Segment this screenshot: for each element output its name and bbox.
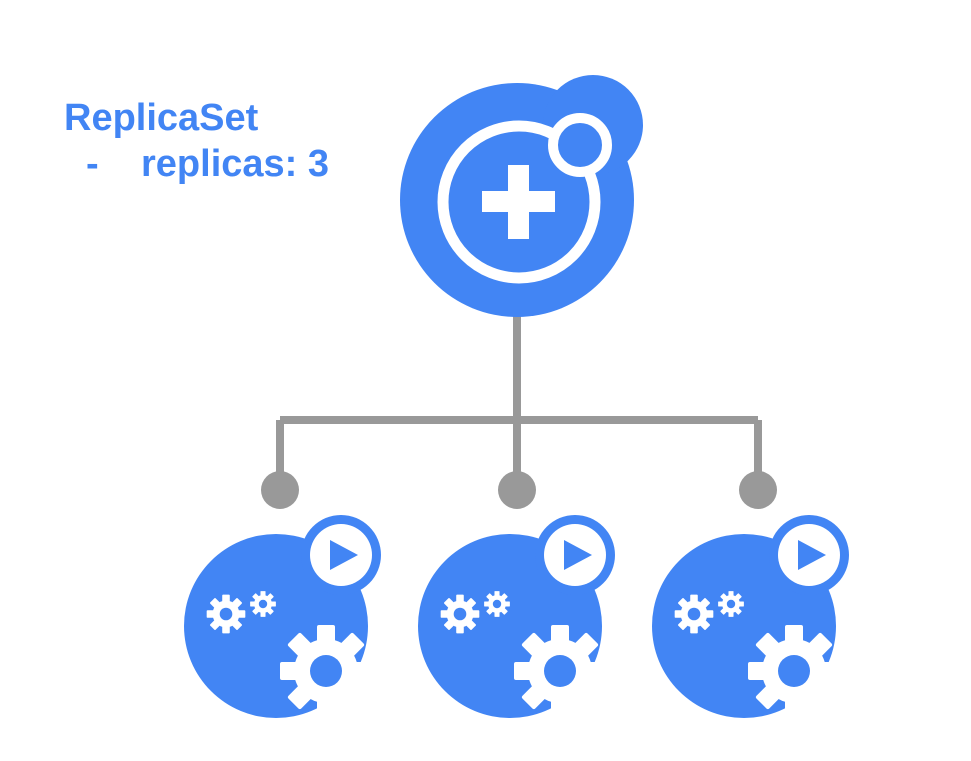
replicas-spec: -replicas: 3 [86, 142, 329, 188]
pod-node-1 [184, 515, 381, 718]
gears-play-icon [652, 515, 849, 718]
connector-dot-right [739, 471, 777, 509]
connector-dot-left [261, 471, 299, 509]
pod-node-2 [418, 515, 615, 718]
connector-lines [276, 300, 762, 480]
connector-dot-middle [498, 471, 536, 509]
replicas-count: replicas: 3 [141, 142, 329, 185]
plus-circle-icon [437, 113, 612, 284]
replicaset-title: ReplicaSet [64, 97, 259, 139]
replicaset-label: ReplicaSet -replicas: 3 [64, 96, 329, 187]
gears-play-icon [184, 515, 381, 718]
gears-play-icon [418, 515, 615, 718]
spec-bullet: - [86, 142, 99, 185]
pod-node-3 [652, 515, 849, 718]
replicaset-node [400, 75, 643, 317]
